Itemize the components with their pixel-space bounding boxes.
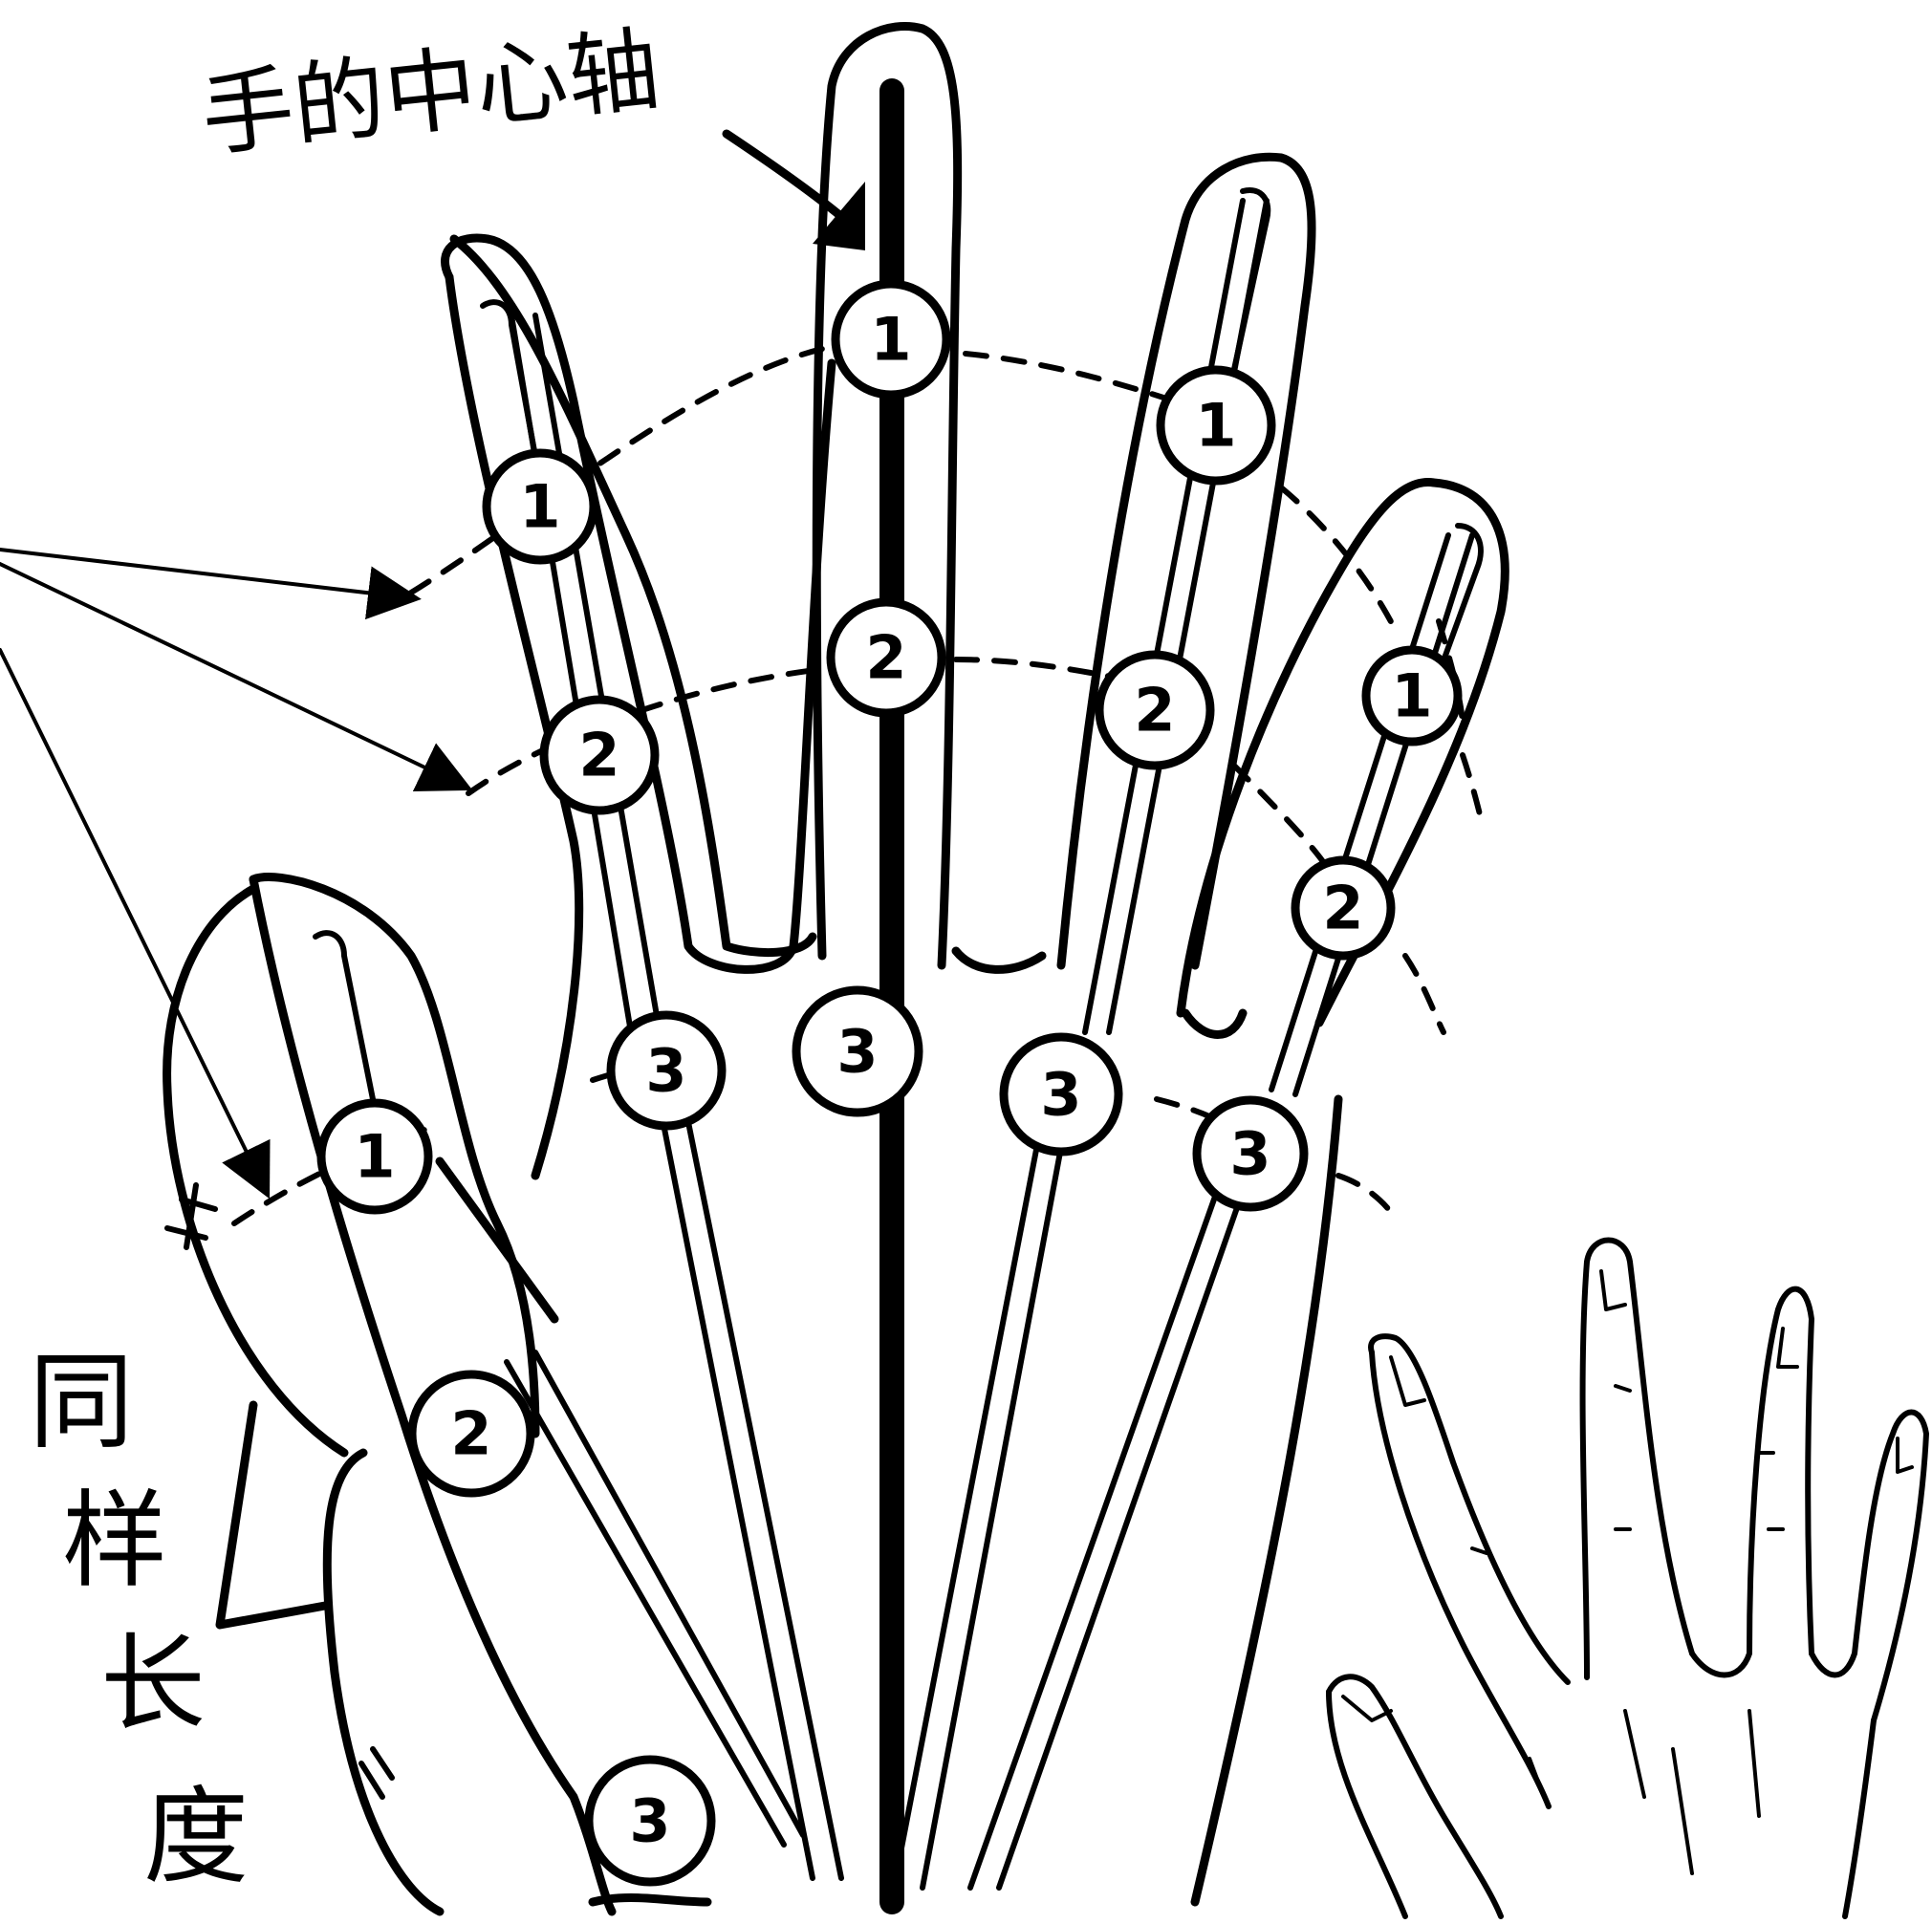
ring-joint-1: 1 — [1161, 370, 1271, 481]
center-axis-label: 手的中心轴 — [197, 15, 664, 170]
same-length-char-1: 同 — [29, 1341, 134, 1463]
thumb-joint-1: 1 — [321, 1103, 428, 1210]
svg-text:2: 2 — [1322, 874, 1363, 943]
same-length-label: 同 样 长 度 — [29, 1341, 249, 1898]
svg-text:1: 1 — [354, 1122, 395, 1192]
svg-text:3: 3 — [1040, 1060, 1081, 1130]
thumb-joint-3: 3 — [589, 1760, 711, 1882]
ring-finger — [1061, 157, 1312, 965]
ring-joint-2: 2 — [1099, 655, 1210, 766]
middle-joint-2: 2 — [831, 602, 942, 713]
svg-text:2: 2 — [1134, 676, 1175, 746]
svg-text:3: 3 — [836, 1017, 878, 1087]
index-joint-2: 2 — [544, 700, 655, 811]
same-length-char-3: 长 — [100, 1623, 206, 1745]
middle-joint-3: 3 — [796, 990, 919, 1113]
svg-text:2: 2 — [865, 623, 906, 693]
little-joint-2: 2 — [1295, 860, 1391, 956]
reference-hand-sketch — [1329, 1241, 1926, 1917]
svg-text:1: 1 — [1195, 391, 1236, 461]
middle-joint-1: 1 — [836, 284, 946, 395]
same-length-char-4: 度 — [143, 1776, 249, 1898]
index-joint-3: 3 — [611, 1015, 722, 1126]
svg-text:3: 3 — [629, 1786, 670, 1856]
little-joint-3: 3 — [1197, 1100, 1304, 1207]
svg-text:2: 2 — [578, 721, 619, 790]
little-joint-1: 1 — [1366, 650, 1458, 742]
svg-text:2: 2 — [450, 1399, 491, 1469]
svg-text:1: 1 — [1391, 661, 1432, 731]
same-length-char-2: 样 — [62, 1480, 167, 1602]
ring-joint-3: 3 — [1004, 1037, 1118, 1152]
svg-text:1: 1 — [870, 305, 911, 375]
svg-text:3: 3 — [1229, 1119, 1270, 1189]
pointer-arrows — [0, 550, 459, 1185]
thumb — [167, 877, 612, 1912]
center-axis-arrow — [727, 134, 851, 225]
svg-text:1: 1 — [519, 472, 560, 542]
palm-outline — [593, 1099, 1338, 1902]
svg-text:3: 3 — [645, 1036, 686, 1106]
thumb-joint-2: 2 — [412, 1374, 531, 1493]
index-joint-1: 1 — [487, 453, 594, 560]
phalanx-lines — [511, 201, 1472, 1094]
